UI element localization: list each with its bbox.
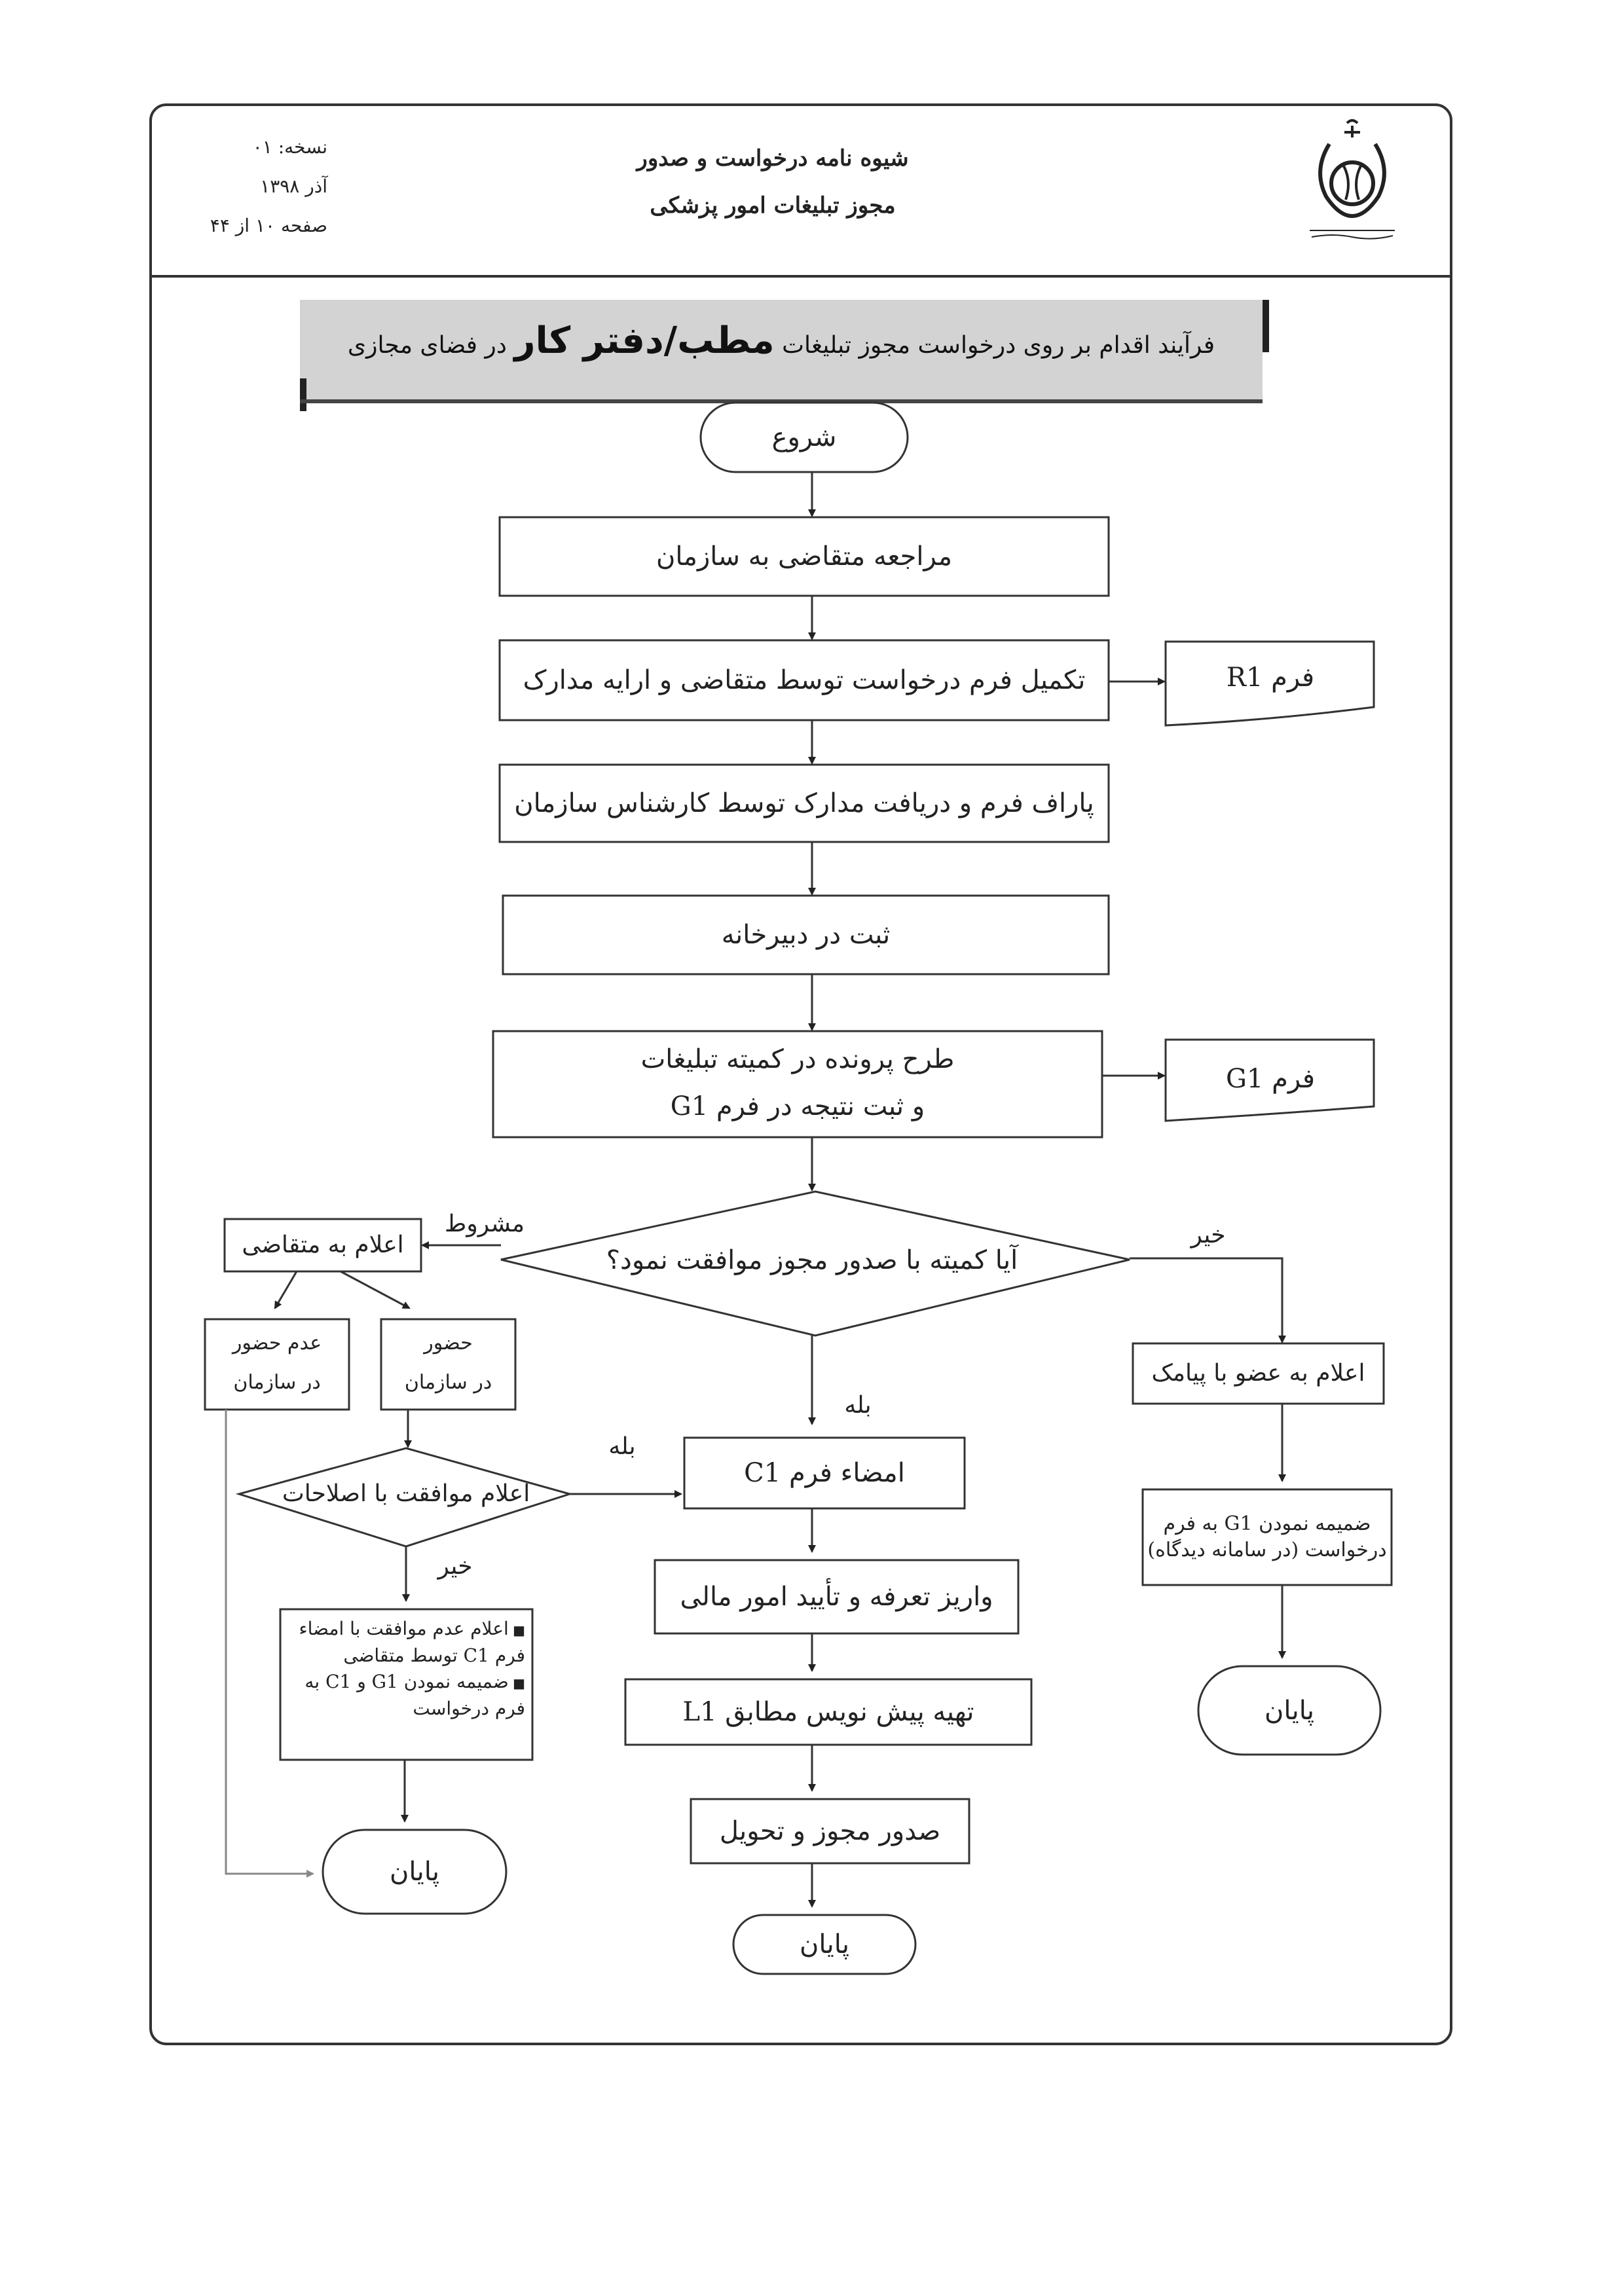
- form-g1-label: فرم G1: [1225, 1064, 1316, 1094]
- step-visit-org: [498, 516, 1110, 597]
- present-label-line2: در سازمان: [404, 1371, 492, 1394]
- attach-g1-label: ضمیمه نمودن G1 به فرم درخواست (در سامانه…: [1147, 1512, 1387, 1562]
- fill-form-label: تکمیل فرم درخواست توسط متقاضی و ارایه مد…: [523, 665, 1086, 695]
- form-r1-label: فرم R1: [1226, 663, 1315, 693]
- end-left-label: پایان: [390, 1857, 440, 1887]
- end-right-label: پایان: [1264, 1695, 1315, 1726]
- irfda-emblem-icon: [1310, 119, 1395, 240]
- initial-docs-label: پاراف فرم و دریافت مدارک توسط کارشناس سا…: [514, 788, 1094, 818]
- step-attach-g1: [1141, 1488, 1393, 1586]
- header-date: آذر ۱۳۹۸: [260, 175, 327, 197]
- decision-committee-approve: [500, 1190, 1130, 1337]
- end-center-label: پایان: [800, 1929, 850, 1959]
- sign-c1-label: امضاء فرم C1: [744, 1458, 905, 1488]
- arrow-absent-to-end: [225, 1410, 314, 1878]
- end-terminator-left: [322, 1829, 507, 1915]
- banner-title: فرآیند اقدام بر روی درخواست مجوز تبلیغات…: [326, 319, 1236, 362]
- step-sms-notify: [1132, 1342, 1385, 1405]
- header-divider: [149, 275, 1452, 278]
- end-terminator-right: [1197, 1665, 1382, 1756]
- sms-notify-label: اعلام به عضو با پیامک: [1151, 1359, 1365, 1387]
- step-reject-sign: [279, 1608, 534, 1761]
- arrow-notify-to-absent: [274, 1271, 298, 1309]
- absent-label-line2: در سازمان: [233, 1371, 321, 1394]
- committee-label-line2: و ثبت نتیجه در فرم G1: [670, 1091, 925, 1121]
- label-conditional: مشروط: [445, 1210, 525, 1237]
- banner-title-pre: فرآیند اقدام بر روی درخواست مجوز تبلیغات: [782, 332, 1215, 359]
- step-absent: [204, 1318, 350, 1411]
- committee-label-line1: طرح پرونده در کمیته تبلیغات: [640, 1044, 955, 1074]
- label-yes: بله: [844, 1391, 872, 1419]
- decision-edits-label: اعلام موافقت با اصلاحات: [282, 1480, 530, 1507]
- reject-item-2: ضمیمه نمودن G1 و C1 به فرم درخواست: [288, 1669, 525, 1722]
- banner-title-post: در فضای مجازی: [347, 332, 507, 359]
- present-label-line1: حضور: [424, 1332, 473, 1355]
- arrow-notify-to-present: [340, 1270, 411, 1309]
- notify-applicant-label: اعلام به متقاضی: [242, 1231, 404, 1258]
- start-label: شروع: [771, 422, 837, 452]
- step-fill-form: [498, 639, 1110, 721]
- draft-l1-label: تهیه پیش نویس مطابق L1: [682, 1697, 974, 1727]
- header-page-number: صفحه ۱۰ از ۴۴: [210, 215, 327, 236]
- page-frame: [149, 103, 1452, 2045]
- end-terminator-center: [732, 1914, 917, 1975]
- header-version: نسخه: ۰۱: [252, 136, 327, 158]
- step-committee: [492, 1030, 1103, 1139]
- decision-committee-label: آیا کمیته با صدور مجوز موافقت نمود؟: [606, 1245, 1018, 1275]
- header-title-line2: مجوز تبلیغات امور پزشکی: [650, 192, 896, 219]
- banner-title-emphasis: مطب/دفتر کار: [514, 319, 775, 362]
- visit-org-label: مراجعه متقاضی به سازمان: [655, 541, 953, 572]
- process-banner: فرآیند اقدام بر روی درخواست مجوز تبلیغات…: [300, 300, 1276, 411]
- arrow-decision-no: [1130, 1257, 1286, 1343]
- label-no2: خیر: [437, 1552, 473, 1580]
- step-draft-l1: [624, 1678, 1033, 1746]
- absent-label-line1: عدم حضور: [232, 1332, 322, 1355]
- start-terminator: [699, 401, 909, 473]
- label-yes2: بله: [608, 1432, 636, 1460]
- step-present: [380, 1318, 517, 1411]
- form-r1-document: [1164, 640, 1375, 727]
- step-initial-docs: [498, 763, 1110, 843]
- header-title-line1: شیوه نامه درخواست و صدور: [637, 145, 909, 172]
- step-issue: [690, 1798, 970, 1865]
- reject-sign-list: اعلام عدم موافقت با امضاء فرم C1 توسط مت…: [288, 1616, 525, 1722]
- step-payment: [654, 1559, 1020, 1635]
- step-register: [502, 894, 1110, 975]
- label-no: خیر: [1190, 1221, 1226, 1248]
- payment-label: واریز تعرفه و تأیید امور مالی: [680, 1582, 993, 1612]
- register-label: ثبت در دبیرخانه: [721, 920, 891, 950]
- issue-label: صدور مجوز و تحویل: [719, 1816, 941, 1846]
- form-g1-document: [1164, 1038, 1375, 1122]
- step-sign-c1: [683, 1436, 966, 1510]
- reject-item-1: اعلام عدم موافقت با امضاء فرم C1 توسط مت…: [288, 1616, 525, 1669]
